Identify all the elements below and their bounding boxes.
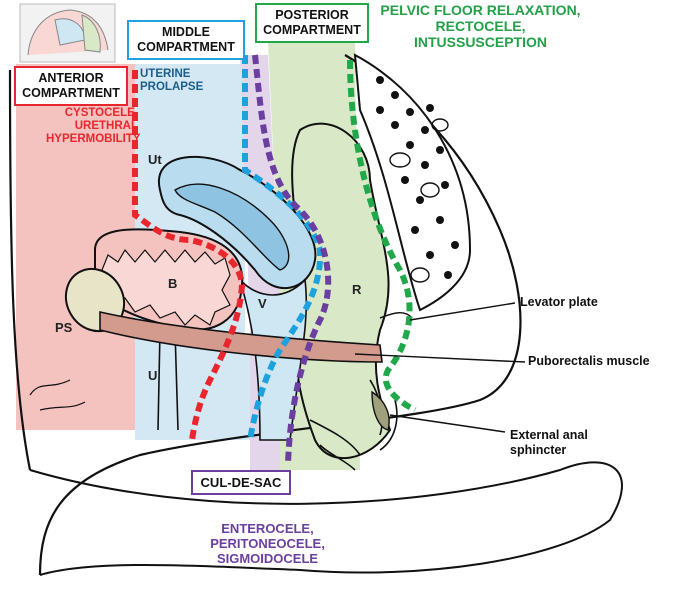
external-anal-label: External anal sphincter (510, 428, 588, 458)
puborectalis-label: Puborectalis muscle (528, 354, 650, 368)
enterocele-label: ENTEROCELE, PERITONEOCELE, SIGMOIDOCELE (195, 521, 340, 567)
middle-compartment-box: MIDDLE COMPARTMENT (127, 20, 245, 60)
levator-line (379, 312, 413, 319)
uterine-prolapse-line-2: PROLAPSE (140, 81, 204, 94)
rectum-label: R (352, 282, 362, 297)
inset-anatomy-green (81, 14, 101, 53)
cul-de-sac-dashed-border (252, 54, 332, 466)
middle-dashed-border (242, 55, 324, 441)
urethra-label: U (148, 368, 158, 383)
middle-compartment-line-1: MIDDLE (162, 25, 210, 39)
enterocele-line-2: PERITONEOCELE, (210, 535, 325, 551)
rectal-folds (309, 419, 361, 471)
pelvic-floor-line-1: PELVIC FLOOR RELAXATION, (380, 2, 581, 18)
sacrum-ovals (389, 118, 449, 283)
posterior-compartment-box: POSTERIOR COMPARTMENT (255, 3, 369, 43)
enterocele-line-3: SIGMOIDOCELE (216, 550, 319, 566)
puborectalis-leader (354, 353, 526, 363)
pelvic-floor-line-2: RECTOCELE, (435, 18, 526, 35)
anterior-compartment-line-2: COMPARTMENT (22, 85, 120, 100)
body-outline (8, 54, 522, 576)
pelvic-floor-label: PELVIC FLOOR RELAXATION, RECTOCELE, INTU… (378, 2, 583, 50)
uterus-inner (174, 183, 290, 271)
levator-plate-leader (409, 302, 516, 321)
skin-fold (29, 379, 86, 411)
external-anal-sphincter-shape (371, 390, 390, 431)
enterocele-line-1: ENTEROCELE, (221, 521, 314, 536)
pubic-symphysis-label: PS (55, 320, 73, 335)
levator-plate-label: Levator plate (520, 295, 598, 309)
vagina-label: V (258, 296, 267, 311)
cystocele-line-2: URETHRAL (74, 120, 138, 133)
urethra-shape (157, 329, 179, 431)
uterine-prolapse-label: UTERINE PROLAPSE (140, 68, 240, 94)
external-anal-leader (389, 414, 506, 433)
puborectalis-band (99, 311, 383, 363)
pelvic-floor-line-3: INTUSSUSCEPTION (413, 34, 547, 51)
bladder-mucosa (101, 248, 231, 326)
posterior-compartment-line-1: POSTERIOR (275, 8, 349, 22)
thigh-outline (29, 461, 623, 576)
middle-compartment-line-2: COMPARTMENT (137, 39, 235, 54)
bladder-label: B (168, 276, 178, 291)
posterior-dashed-border (347, 59, 417, 413)
anterior-compartment-line-1: ANTERIOR (38, 71, 104, 85)
anterior-compartment-region (16, 64, 135, 430)
uterus-label: Ut (148, 152, 162, 167)
cystocele-line-3: HYPERMOBILITY (46, 133, 141, 146)
cul-de-sac-box: CUL-DE-SAC (191, 470, 291, 496)
external-anal-line-2: sphincter (510, 443, 567, 457)
anterior-compartment-box: ANTERIOR COMPARTMENT (14, 66, 128, 106)
sacrum-dots (376, 76, 459, 279)
sacrum-region (353, 53, 472, 312)
cul-de-sac-text: CUL-DE-SAC (200, 475, 282, 490)
anterior-dashed-border (132, 70, 246, 441)
cystocele-label: CYSTOCELE, URETHRAL HYPERMOBILITY (46, 107, 141, 147)
external-anal-line-1: External anal (510, 428, 588, 442)
uterine-prolapse-line-1: UTERINE (140, 68, 191, 80)
cystocele-line-1: CYSTOCELE, (64, 107, 138, 119)
posterior-compartment-line-2: COMPARTMENT (263, 22, 361, 37)
